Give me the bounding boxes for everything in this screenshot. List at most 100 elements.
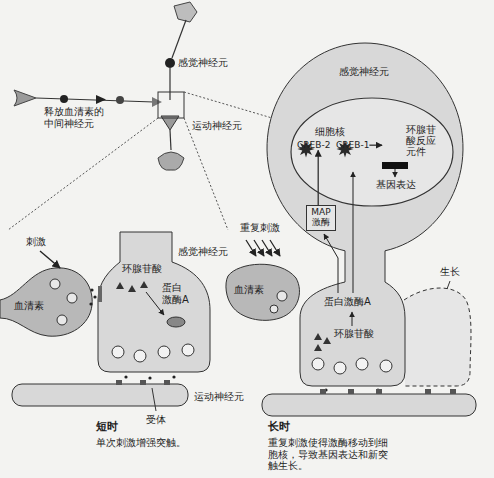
stimulus-label-box: 重复刺激: [240, 222, 280, 234]
vesicle: [112, 346, 124, 358]
caption-text: 单次刺激增强突触。: [96, 437, 186, 449]
molecule-label-box: 血清素: [234, 284, 264, 296]
nucleus-outline: [290, 97, 454, 207]
molecule-label-box: 环腺苷酸: [334, 328, 374, 340]
nucleus-outline-shape: [291, 98, 453, 206]
serotonin-terminal: [226, 264, 300, 320]
creb1-protein-text: CREB-1: [336, 140, 369, 150]
vesicle: [50, 279, 60, 289]
vesicle: [57, 315, 67, 325]
gill-icon: [158, 152, 184, 170]
caption-text-box: 单次刺激增强突触。: [96, 437, 186, 449]
vesicle: [356, 358, 368, 370]
serotonin-dot: [93, 295, 96, 298]
molecule-label: 血清素: [14, 300, 44, 312]
motor-neuron: [262, 394, 476, 416]
vesicle: [380, 360, 392, 372]
interneuron-axon: [36, 98, 154, 102]
camp-triangle: [314, 333, 322, 340]
stimulus-arrow: [270, 240, 280, 256]
sensory-axon: [169, 68, 170, 100]
neuron-label: 释放血清素的中间神经元: [44, 106, 106, 129]
camp-triangle: [323, 337, 331, 344]
motor-axon: [170, 130, 171, 150]
caption-heading: 短时: [96, 421, 118, 434]
neuron-label-box: 释放血清素的中间神经元: [44, 106, 106, 129]
stimulus-label: 重复刺激: [240, 222, 280, 234]
interneuron-cell-body: [116, 96, 124, 104]
signal-arrow: [146, 292, 164, 315]
vesicle: [270, 305, 278, 313]
synapse-dot: [60, 95, 68, 103]
neuron-label-box: 感觉神经元: [339, 66, 389, 78]
map-kinase-box-text: MAP激酶: [310, 208, 332, 228]
sensory-neuron: [267, 43, 463, 386]
neuron-label: 感觉神经元: [178, 57, 228, 69]
neuron-label-box: 运动神经元: [192, 120, 242, 132]
enzyme-label: 蛋白激酶A: [162, 282, 190, 305]
growth-label: 生长: [440, 266, 460, 278]
serotonin-dot: [89, 302, 92, 305]
neuron-label-box: 感觉神经元: [178, 246, 228, 258]
receptor: [376, 389, 382, 394]
signal-connector: [318, 150, 319, 205]
receptor: [116, 380, 122, 385]
neuron-label: 感觉神经元: [339, 66, 389, 78]
neuron-label: 运动神经元: [192, 120, 242, 132]
stimulus-label: 刺激: [26, 236, 46, 248]
molecule-label: 环腺苷酸: [122, 263, 162, 275]
protein-star-shape: [337, 141, 354, 158]
neuron-label-box: 运动神经元: [194, 391, 244, 403]
sensory-dendrite: [172, 20, 186, 58]
caption-heading: 长时: [268, 421, 290, 434]
signal-connector: [369, 145, 382, 146]
cre-element-text: 环腺苷酸反应元件: [406, 124, 437, 157]
vesicle: [134, 350, 146, 362]
molecule-label-box: 血清素: [14, 300, 44, 312]
neuron-label-box: 感觉神经元: [178, 57, 228, 69]
zoom-box: [158, 92, 184, 118]
zoom-line: [184, 118, 228, 230]
nucleus-fill: [290, 97, 454, 207]
vesicle: [334, 362, 346, 374]
receptor: [320, 389, 326, 394]
molecule-label-box: 环腺苷酸: [122, 263, 162, 275]
creb1-protein: CREB-1: [336, 140, 369, 150]
new-growth: [404, 288, 471, 386]
stimulus-label-box: 刺激: [26, 236, 46, 248]
receptor: [425, 389, 431, 394]
stimulus-arrow: [246, 240, 256, 256]
vesicle: [158, 346, 170, 358]
vesicle: [277, 291, 287, 301]
transmitter-dot: [148, 376, 151, 379]
signal-arrow: [352, 312, 353, 326]
skin-icon: [174, 2, 197, 22]
signal-arrow: [353, 172, 354, 293]
sensory-cell-body: [165, 58, 175, 68]
camp-triangle: [128, 285, 136, 292]
camp-triangle: [140, 281, 148, 288]
vesicle: [67, 293, 77, 303]
camp-triangle: [314, 344, 322, 351]
molecule-label: 环腺苷酸: [334, 328, 374, 340]
transmitter-dot: [172, 375, 175, 378]
enzyme-label-box: 蛋白激酶A: [324, 296, 371, 308]
camp-triangle: [116, 282, 124, 289]
serotonin-terminal: [0, 268, 92, 336]
enzyme-label: 蛋白激酶A: [324, 296, 371, 308]
serotonin-terminal-small: [152, 97, 162, 107]
receptor: [98, 286, 102, 302]
cell-nucleus: 细胞核CREB-2CREB-1环腺苷酸反应元件: [290, 97, 454, 207]
process-label-box: 基因表达: [376, 179, 416, 191]
enzyme-label-box: 蛋白激酶A: [162, 282, 190, 305]
vesicle: [182, 344, 194, 356]
protein-star-shape: [298, 141, 315, 158]
stimulus-arrow: [40, 251, 60, 268]
caption-heading-box: 短时: [96, 421, 118, 434]
caption-heading-box: 长时: [268, 421, 290, 434]
